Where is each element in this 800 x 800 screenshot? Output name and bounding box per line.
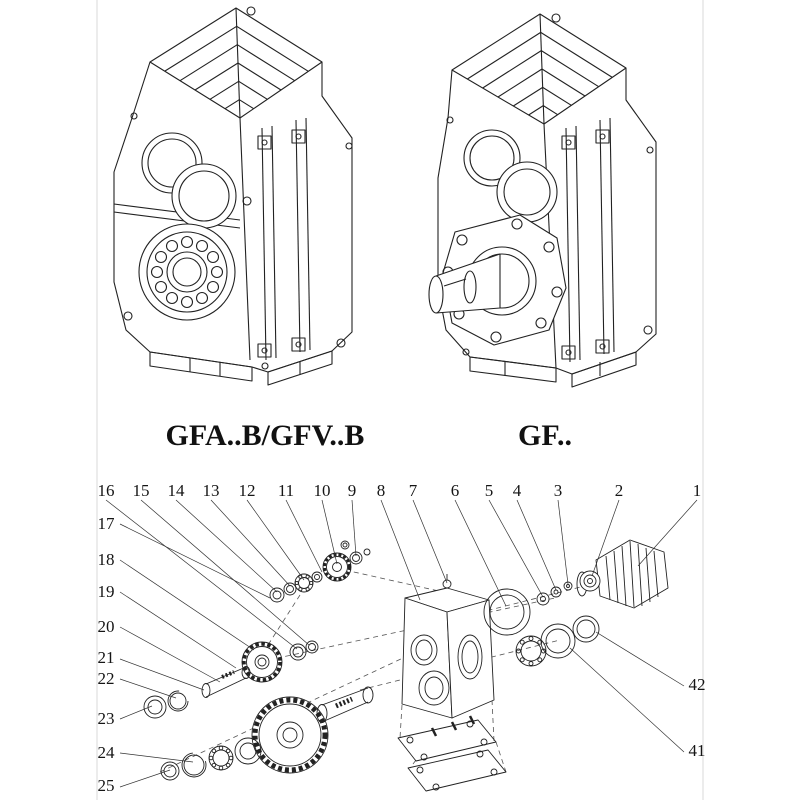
callout-24: 24	[98, 743, 116, 762]
callout-leader-lines	[105, 499, 698, 788]
callout-7: 7	[409, 481, 418, 500]
callout-17: 17	[98, 514, 116, 533]
callout-10: 10	[314, 481, 331, 500]
callout-23: 23	[98, 709, 115, 728]
callout-1: 1	[693, 481, 702, 500]
callout-12: 12	[239, 481, 256, 500]
callout-22: 22	[98, 669, 115, 688]
output-gear-parts	[160, 686, 374, 781]
gearbox-drawing-gf	[428, 13, 657, 388]
motor-unit	[576, 539, 669, 609]
callout-2: 2	[615, 481, 624, 500]
side-straps	[561, 117, 615, 363]
callout-42: 42	[689, 675, 706, 694]
callout-41: 41	[689, 741, 706, 760]
callout-3: 3	[554, 481, 563, 500]
small-fasteners	[536, 581, 573, 606]
callout-numbers: 16 15 14 13 12 11 10 9 8 7 6 5 4 3 2 1 1…	[98, 481, 706, 795]
side-straps	[257, 117, 311, 361]
callout-25: 25	[98, 776, 115, 795]
callout-15: 15	[133, 481, 150, 500]
exploded-view	[105, 499, 698, 792]
model-label-left: GFA..B/GFV..B	[166, 419, 365, 452]
model-label-right: GF..	[518, 419, 572, 452]
callout-20: 20	[98, 617, 115, 636]
output-side-rings	[483, 588, 600, 667]
input-bores	[463, 129, 558, 223]
callout-14: 14	[168, 481, 186, 500]
vent-plug	[442, 579, 452, 589]
input-shaft-parts	[269, 540, 371, 603]
gear-housing	[401, 574, 495, 719]
callout-16: 16	[98, 481, 115, 500]
callout-4: 4	[513, 481, 522, 500]
callout-8: 8	[377, 481, 386, 500]
output-flange	[442, 214, 567, 346]
eye-bolt-hole	[551, 13, 561, 23]
top-fins	[164, 25, 309, 110]
callout-6: 6	[451, 481, 460, 500]
callout-21: 21	[98, 648, 115, 667]
callout-11: 11	[278, 481, 294, 500]
input-bores	[141, 132, 237, 229]
callout-18: 18	[98, 550, 115, 569]
assembly-axis-lines	[159, 569, 641, 773]
output-shaft	[428, 253, 501, 314]
output-bearing	[138, 223, 236, 321]
callout-19: 19	[98, 582, 115, 601]
intermediate-gear-parts	[143, 640, 319, 719]
gearbox-drawing-gfab	[113, 6, 353, 386]
page-edge-lines	[96, 0, 704, 800]
top-fins	[467, 31, 613, 116]
callout-9: 9	[348, 481, 357, 500]
cover-plates	[397, 715, 507, 792]
eye-bolt-hole	[246, 6, 256, 16]
callout-13: 13	[203, 481, 220, 500]
callout-5: 5	[485, 481, 494, 500]
